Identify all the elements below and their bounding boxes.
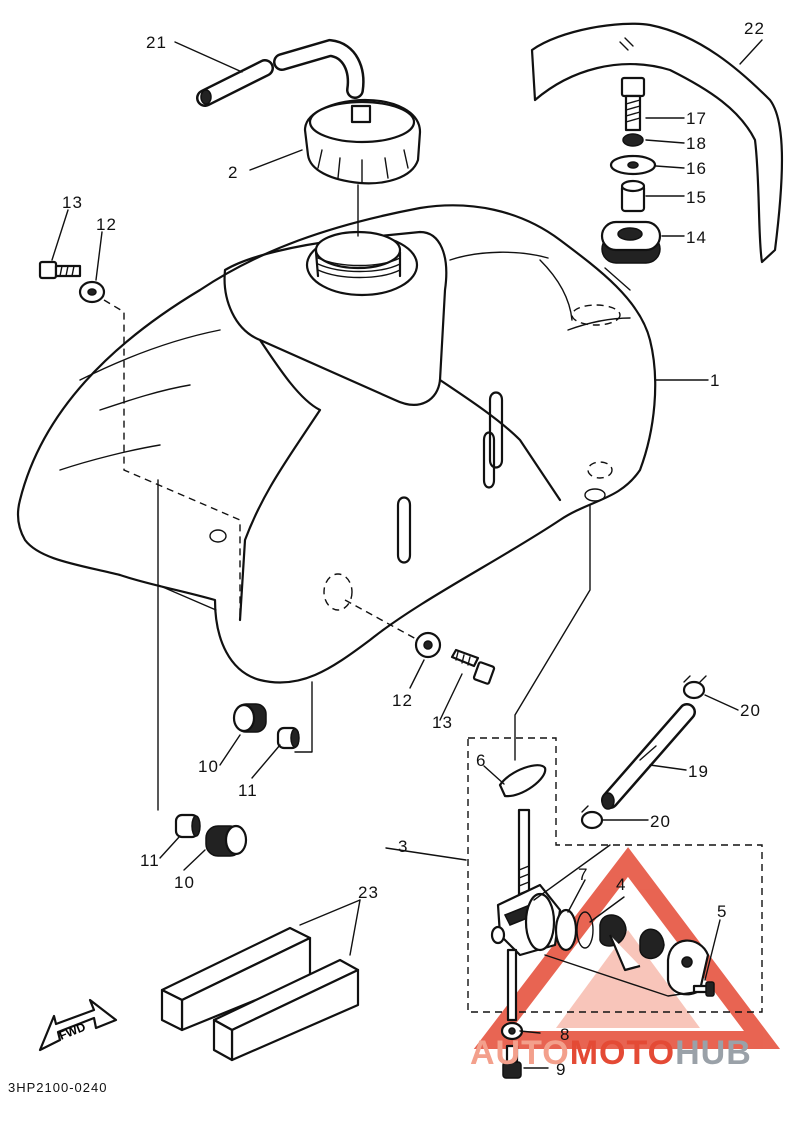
callout-20-lower: 20	[650, 812, 671, 831]
collar-11-lower	[174, 813, 201, 839]
callout-20-upper: 20	[740, 701, 761, 720]
washer-12-lower	[414, 631, 442, 659]
callout-15: 15	[686, 188, 707, 207]
callout-9: 9	[556, 1060, 566, 1079]
hose-clip-20-upper	[682, 675, 707, 700]
leader-tank-to-cock	[514, 504, 591, 761]
washer-12-upper	[78, 280, 106, 304]
collar-11-upper	[276, 726, 300, 750]
callout-labels: 1 2 3 4 5 6 7 8 9 10 10 11 11 12 12 13 1…	[62, 19, 765, 1079]
fuel-hose-19	[601, 703, 696, 810]
damper-10-lower	[205, 824, 248, 857]
damper-14	[600, 220, 662, 264]
callout-10-upper: 10	[198, 757, 219, 776]
callout-13-lower: 13	[432, 713, 453, 732]
fwd-arrow-icon: FWD	[38, 998, 118, 1052]
callout-16: 16	[686, 159, 707, 178]
watermark-word-hub: HUB	[675, 1034, 752, 1072]
callout-22: 22	[744, 19, 765, 38]
bolt-17	[620, 76, 646, 132]
callout-18: 18	[686, 134, 707, 153]
diagram-code: 3HP2100-0240	[8, 1080, 108, 1095]
callout-23: 23	[358, 883, 379, 902]
callout-3: 3	[398, 837, 408, 856]
callout-7: 7	[578, 865, 588, 884]
callout-12-lower: 12	[392, 691, 413, 710]
leader-mount-mid	[157, 584, 217, 611]
fuel-cock-group-frame	[467, 737, 763, 1013]
watermark-word-moto: MOTO	[569, 1034, 676, 1072]
leader-lines	[51, 39, 763, 1069]
o-ring-4	[576, 911, 594, 949]
fuel-cap	[303, 98, 422, 185]
callout-13-upper: 13	[62, 193, 83, 212]
collar-15	[620, 179, 646, 213]
lever-seal-parts	[599, 914, 665, 972]
callout-4: 4	[616, 875, 626, 894]
dashed-line-lower-mount	[344, 599, 419, 641]
hose-clip-20-lower	[580, 805, 604, 830]
callout-11-upper: 11	[238, 781, 258, 800]
callout-8: 8	[560, 1025, 570, 1044]
callout-1: 1	[710, 371, 720, 390]
bolt-13-lower	[450, 648, 496, 685]
bolt-13-upper	[38, 260, 82, 280]
callout-14: 14	[686, 228, 707, 247]
foam-block-23-left	[160, 926, 312, 1032]
callout-6: 6	[476, 751, 486, 770]
callout-12-upper: 12	[96, 215, 117, 234]
gasket-7	[554, 908, 578, 952]
callout-5: 5	[717, 902, 727, 921]
callout-10-lower: 10	[174, 873, 195, 892]
filter-gasket-6	[498, 764, 547, 798]
bracket-line	[604, 267, 631, 291]
tank-band	[530, 22, 784, 264]
fuel-tank	[16, 204, 657, 684]
screw-5	[692, 981, 715, 997]
watermark-logo-text: AUTOMOTOHUB	[470, 1034, 752, 1073]
dashed-line-left-mount	[103, 299, 241, 620]
watermark-word-auto: AUTO	[470, 1034, 570, 1072]
lever-plate	[666, 939, 710, 996]
drain-bolt-9	[502, 1044, 522, 1079]
damper-10-upper	[232, 703, 267, 733]
foam-block-23-right	[212, 958, 360, 1062]
washer-18	[622, 133, 644, 147]
callout-21: 21	[146, 33, 167, 52]
callout-11-lower: 11	[140, 851, 160, 870]
fuel-cock-body	[490, 808, 562, 1022]
leader-lever-line	[544, 954, 696, 997]
callout-2: 2	[228, 163, 238, 182]
callout-19: 19	[688, 762, 709, 781]
breather-hose	[196, 38, 365, 107]
callout-17: 17	[686, 109, 707, 128]
leader-mount-right	[294, 681, 313, 753]
